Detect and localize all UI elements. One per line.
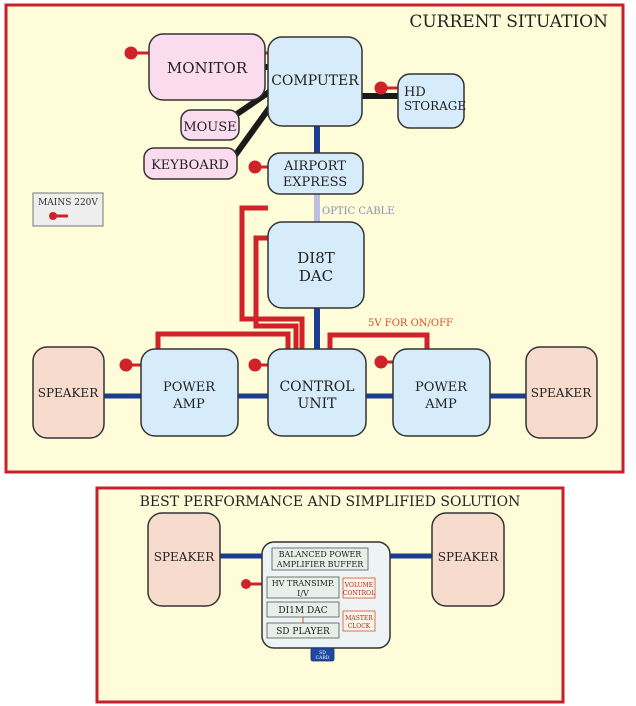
hv-label-2: I/V: [297, 589, 309, 598]
speaker-left-label: SPEAKER: [38, 386, 99, 400]
buffer-label-1: BALANCED POWER: [279, 550, 363, 559]
power-amp-right-label-1: POWER: [415, 380, 468, 395]
best-performance-title: BEST PERFORMANCE AND SIMPLIFIED SOLUTION: [140, 494, 521, 510]
mouse-label: MOUSE: [183, 120, 236, 135]
sd-player-label: SD PLAYER: [276, 627, 330, 637]
current-situation-title: CURRENT SITUATION: [409, 12, 608, 32]
power-amp-left-box: POWER AMP: [140, 348, 239, 437]
hd-label: HD: [404, 85, 426, 100]
mains-label: MAINS 220V: [38, 198, 98, 208]
power-amp-left-label-2: AMP: [172, 397, 205, 412]
hd-storage-box: HD STORAGE: [397, 73, 466, 129]
keyboard-box: KEYBOARD: [143, 147, 238, 180]
monitor-box: MONITOR: [148, 33, 266, 101]
express-label: EXPRESS: [283, 175, 347, 190]
solution-speaker-left-box: SPEAKER: [147, 512, 221, 607]
solution-speaker-right-box: SPEAKER: [431, 512, 505, 607]
computer-box: COMPUTER: [267, 36, 363, 127]
buffer-box: [271, 547, 369, 571]
speaker-right-label: SPEAKER: [531, 386, 592, 400]
mouse-box: MOUSE: [180, 109, 240, 141]
hv-box: [266, 576, 340, 599]
sd-player-box: [266, 622, 340, 639]
solution-speaker-right-label: SPEAKER: [438, 550, 499, 564]
dac-label: DAC: [299, 267, 333, 285]
keyboard-label: KEYBOARD: [151, 158, 229, 173]
monitor-label: MONITOR: [167, 59, 248, 77]
solution-speaker-left-label: SPEAKER: [154, 550, 215, 564]
sd-card-label-2: CARD: [316, 655, 330, 661]
airport-express-box: AIRPORT EXPRESS: [267, 152, 364, 195]
master-clock-box: [342, 610, 376, 632]
computer-label: COMPUTER: [271, 73, 359, 89]
volume-box: [342, 577, 376, 599]
buffer-label-2: AMPLIFIER BUFFER: [276, 560, 365, 569]
hv-label-1: HV TRANSIMP.: [272, 579, 335, 588]
di1m-label: DI1M DAC: [278, 606, 327, 616]
unit-label: UNIT: [298, 396, 338, 412]
power-cables: [155, 205, 430, 349]
sd-card-icon: SD CARD: [310, 647, 335, 662]
master-clock-label-2: CLOCK: [348, 623, 371, 630]
speaker-right-box: SPEAKER: [525, 346, 598, 439]
optic-cable-label: OPTIC CABLE: [322, 206, 395, 217]
sd-card-label-1: SD: [319, 650, 326, 656]
control-label: CONTROL: [279, 379, 354, 395]
airport-label: AIRPORT: [283, 159, 346, 174]
dac-box: DI8T DAC: [267, 221, 365, 309]
storage-label: STORAGE: [404, 99, 466, 113]
power-amp-left-label-1: POWER: [163, 380, 216, 395]
power-amp-right-label-2: AMP: [424, 397, 457, 412]
mains-box: MAINS 220V: [32, 192, 104, 227]
volume-label-2: CONTROL: [343, 590, 375, 597]
five-volt-label: 5V FOR ON/OFF: [368, 318, 453, 329]
integrated-unit-box: BALANCED POWER AMPLIFIER BUFFER HV TRANS…: [261, 541, 391, 649]
master-clock-label-1: MASTER: [345, 615, 373, 622]
solution-power-plug: [241, 579, 262, 589]
speaker-left-box: SPEAKER: [32, 346, 105, 439]
volume-label-1: VOLUME: [344, 582, 373, 589]
power-amp-right-box: POWER AMP: [392, 348, 491, 437]
dac-model-label: DI8T: [297, 249, 335, 267]
control-unit-box: CONTROL UNIT: [267, 348, 367, 437]
